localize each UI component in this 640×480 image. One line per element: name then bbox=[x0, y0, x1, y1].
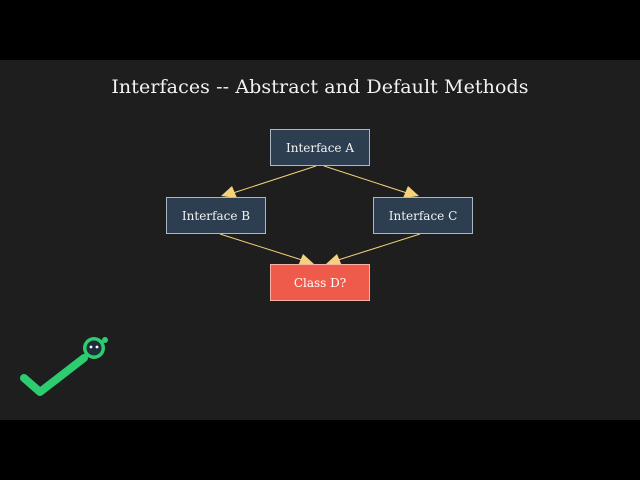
edge-b-to-d bbox=[219, 233, 303, 261]
node-interface-c: Interface C bbox=[373, 197, 473, 234]
edge-c-to-d bbox=[337, 233, 421, 261]
node-class-d-label: Class D? bbox=[293, 275, 347, 290]
check-mark-robot-icon bbox=[20, 337, 108, 396]
edge-a-to-b bbox=[232, 165, 317, 194]
node-interface-b: Interface B bbox=[166, 197, 266, 234]
edge-a-to-c bbox=[323, 165, 408, 194]
node-interface-b-label: Interface B bbox=[181, 208, 251, 223]
node-interface-a: Interface A bbox=[270, 129, 370, 166]
letterbox-bottom bbox=[0, 420, 640, 480]
slide-canvas: Interfaces -- Abstract and Default Metho… bbox=[0, 60, 640, 420]
letterbox-top bbox=[0, 0, 640, 60]
node-class-d: Class D? bbox=[270, 264, 370, 301]
slide-title: Interfaces -- Abstract and Default Metho… bbox=[111, 76, 529, 98]
node-interface-a-label: Interface A bbox=[285, 140, 355, 155]
node-interface-c-label: Interface C bbox=[388, 208, 458, 223]
